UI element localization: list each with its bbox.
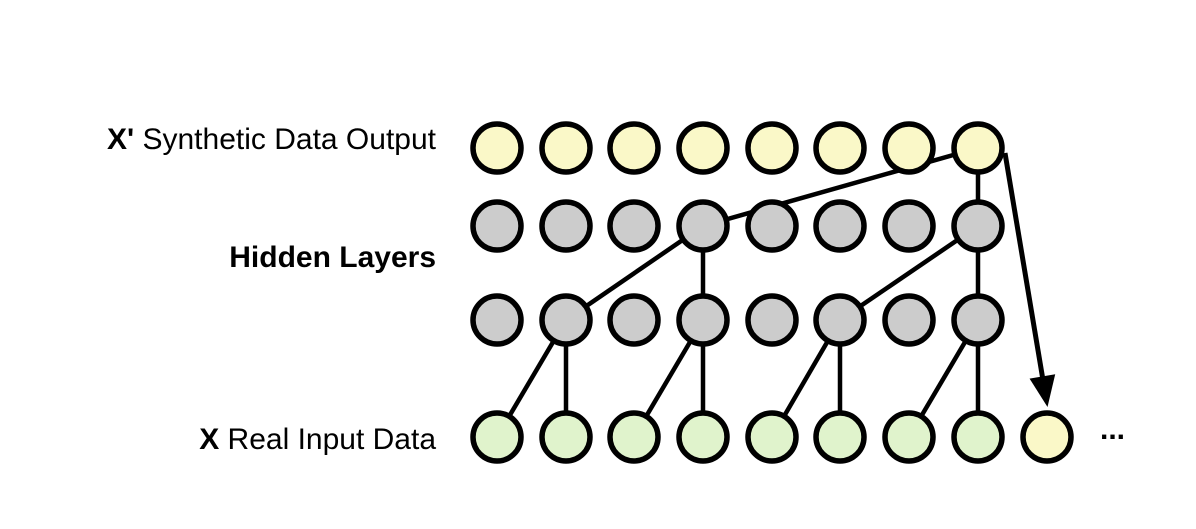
node-hidden-layer-1-1 [470,199,524,253]
node-real-input-8 [951,410,1005,464]
hidden-layers-label: Hidden Layers [229,241,436,274]
node-real-input-5 [745,410,799,464]
node-hidden-layer-1-2 [539,199,593,253]
feedback-arrowhead-icon [1029,374,1056,407]
node-synthetic-output-2 [539,121,593,175]
node-hidden-layer-1-8 [951,199,1005,253]
node-synthetic-output-5 [745,121,799,175]
node-synthetic-output-8 [951,121,1005,175]
output-label-text: Synthetic Data Output [134,123,436,156]
node-hidden-layer-2-2 [539,293,593,347]
node-hidden-layer-1-3 [607,199,661,253]
node-hidden-layer-2-7 [882,293,936,347]
node-synthetic-output-3 [607,121,661,175]
output-symbol: X' [107,123,135,156]
input-label-text: Real Input Data [219,423,436,456]
continuation-ellipsis: ... [1100,413,1126,446]
edge [564,224,705,322]
edge [838,224,980,322]
input-row-label: X Real Input Data [0,420,436,460]
output-row-label: X' Synthetic Data Output [0,120,436,160]
node-real-input-4 [676,410,730,464]
node-synthetic-output-4 [676,121,730,175]
node-real-input-1 [470,410,524,464]
node-hidden-layer-2-6 [813,293,867,347]
node-synthetic-output-7 [882,121,936,175]
input-symbol: X [199,423,220,456]
node-hidden-layer-1-4 [676,199,730,253]
node-hidden-layer-1-6 [813,199,867,253]
node-real-input-6 [813,410,867,464]
node-synthetic-output-6 [813,121,867,175]
node-hidden-layer-2-1 [470,293,524,347]
node-real-input-7 [882,410,936,464]
node-real-input-2 [539,410,593,464]
node-fed-back-sample [1020,410,1074,464]
feedback-arrow-line [1002,152,1046,382]
node-hidden-layer-1-7 [882,199,936,253]
node-hidden-layer-2-4 [676,293,730,347]
node-hidden-layer-2-8 [951,293,1005,347]
node-synthetic-output-1 [470,121,524,175]
node-real-input-3 [607,410,661,464]
node-hidden-layer-1-5 [745,199,799,253]
node-hidden-layer-2-5 [745,293,799,347]
node-hidden-layer-2-3 [607,293,661,347]
